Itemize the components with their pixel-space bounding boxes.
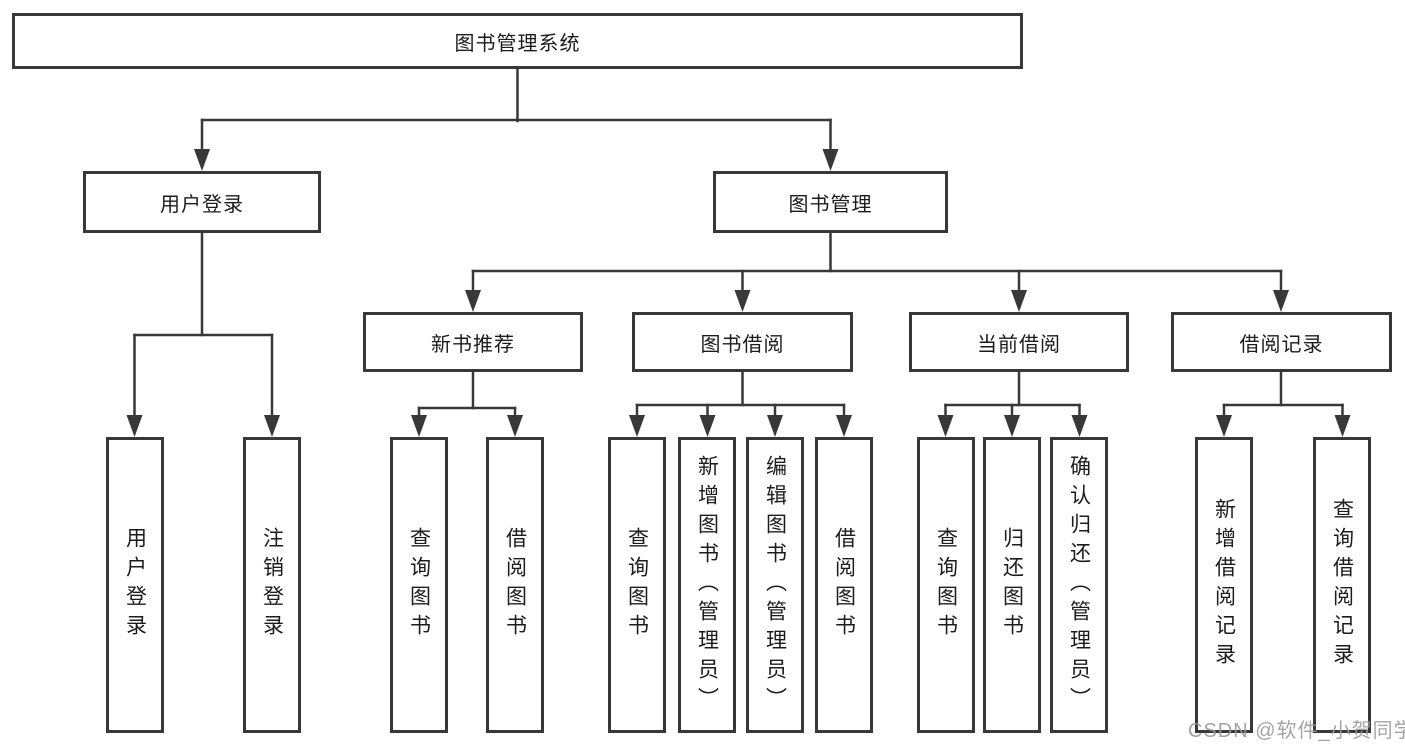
watermark: CSDN @软件_小贺同学: [1188, 720, 1405, 742]
node-label: 借阅图书: [832, 527, 856, 643]
node-leaf-query-books-current: 查询图书: [917, 437, 975, 733]
node-label: 查询图书: [625, 527, 649, 643]
node-book-management: 图书管理: [713, 171, 948, 233]
node-leaf-query-books-borrowing: 查询图书: [608, 437, 666, 733]
connectors-book-borrowing: [629, 370, 852, 437]
connectors-borrowing-records: [1216, 370, 1351, 437]
node-borrowing-records: 借阅记录: [1171, 312, 1392, 372]
node-leaf-add-borrow-record: 新增借阅记录: [1195, 437, 1253, 733]
node-leaf-query-books-recommend: 查询图书: [390, 437, 448, 733]
node-book-borrowing: 图书借阅: [632, 312, 853, 372]
node-leaf-return-books: 归还图书: [983, 437, 1041, 733]
connectors-current-borrowing: [937, 370, 1088, 437]
connectors-root: [194, 67, 839, 171]
node-label: 编辑图书（管理员）: [763, 454, 787, 716]
connectors-book-management: [465, 231, 1289, 312]
connectors-user-login: [126, 231, 280, 437]
node-new-book-recommendation: 新书推荐: [363, 312, 583, 372]
node-label: 查询图书: [407, 527, 431, 643]
node-leaf-add-books-admin: 新增图书（管理员）: [678, 437, 736, 733]
connectors-new-book-recommendation: [411, 370, 523, 437]
node-leaf-edit-books-admin: 编辑图书（管理员）: [746, 437, 804, 733]
node-leaf-borrow-books-borrowing: 借阅图书: [815, 437, 873, 733]
node-user-login: 用户登录: [83, 171, 321, 233]
node-label: 借阅图书: [503, 527, 527, 643]
node-root: 图书管理系统: [12, 13, 1023, 69]
node-leaf-query-borrow-record: 查询借阅记录: [1313, 437, 1371, 733]
node-label: 确认归还（管理员）: [1067, 454, 1091, 716]
node-leaf-user-login: 用户登录: [106, 437, 164, 733]
node-label: 查询图书: [934, 527, 958, 643]
node-label: 新增借阅记录: [1212, 498, 1236, 672]
node-label: 注销登录: [260, 527, 284, 643]
node-current-borrowing: 当前借阅: [909, 312, 1129, 372]
node-label: 新增图书（管理员）: [695, 454, 719, 716]
node-label: 归还图书: [1000, 527, 1024, 643]
node-leaf-borrow-books-recommend: 借阅图书: [486, 437, 544, 733]
node-leaf-confirm-return-admin: 确认归还（管理员）: [1050, 437, 1108, 733]
node-label: 查询借阅记录: [1330, 498, 1354, 672]
node-label: 用户登录: [123, 527, 147, 643]
node-leaf-logout: 注销登录: [243, 437, 301, 733]
